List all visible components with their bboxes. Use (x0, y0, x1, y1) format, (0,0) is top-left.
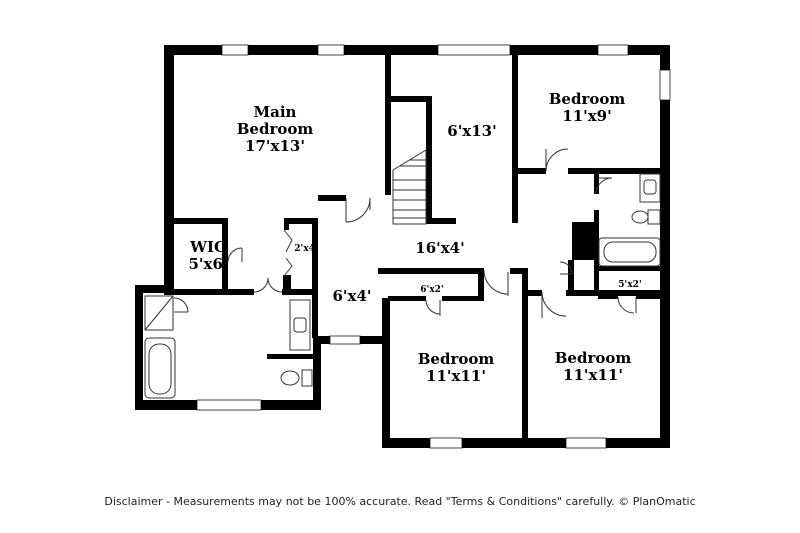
fixtures (144, 173, 661, 399)
vanity (289, 299, 311, 351)
window (659, 69, 671, 101)
bedroom-dims: 11'x11' (563, 366, 623, 384)
bathtub (144, 337, 176, 399)
bedroom-label: Bedroom (418, 350, 495, 368)
closet-dims: 5'x2' (618, 280, 641, 290)
bedroom-label: Bedroom (555, 349, 632, 367)
main-bedroom-label: Main (254, 103, 297, 121)
bedroom-label: Bedroom (549, 90, 626, 108)
window (196, 399, 262, 411)
hall-dims: 16'x4' (415, 239, 464, 257)
disclaimer-text: Disclaimer - Measurements may not be 100… (104, 495, 696, 508)
bathtub (598, 237, 661, 267)
toilet (301, 369, 313, 387)
window (221, 44, 249, 56)
bedroom-dims: 11'x11' (426, 367, 486, 385)
window (597, 44, 629, 56)
toilet (647, 209, 661, 225)
staircase (392, 149, 427, 225)
main-bedroom-label: Bedroom (237, 120, 314, 138)
room-dims: 6'x4' (332, 287, 371, 305)
closet-dims: 6'x2' (420, 285, 443, 295)
window (565, 437, 607, 449)
bedroom-dims: 11'x9' (562, 107, 611, 125)
window (429, 437, 463, 449)
room-dims: 6'x13' (447, 122, 496, 140)
closet-dims: 2'x4' (294, 244, 317, 254)
main-bedroom-dims: 17'x13' (245, 137, 305, 155)
window (317, 44, 345, 56)
vanity (639, 173, 661, 203)
shower (144, 295, 174, 331)
room-labels: Main Bedroom 17'x13' WIC 5'x6' 2'x4' 6'x… (188, 90, 641, 385)
wic-label: WIC (189, 238, 226, 256)
wic-dims: 5'x6' (188, 255, 227, 273)
walls (135, 45, 670, 448)
doors (173, 148, 637, 318)
window (437, 44, 511, 56)
window (329, 335, 361, 345)
